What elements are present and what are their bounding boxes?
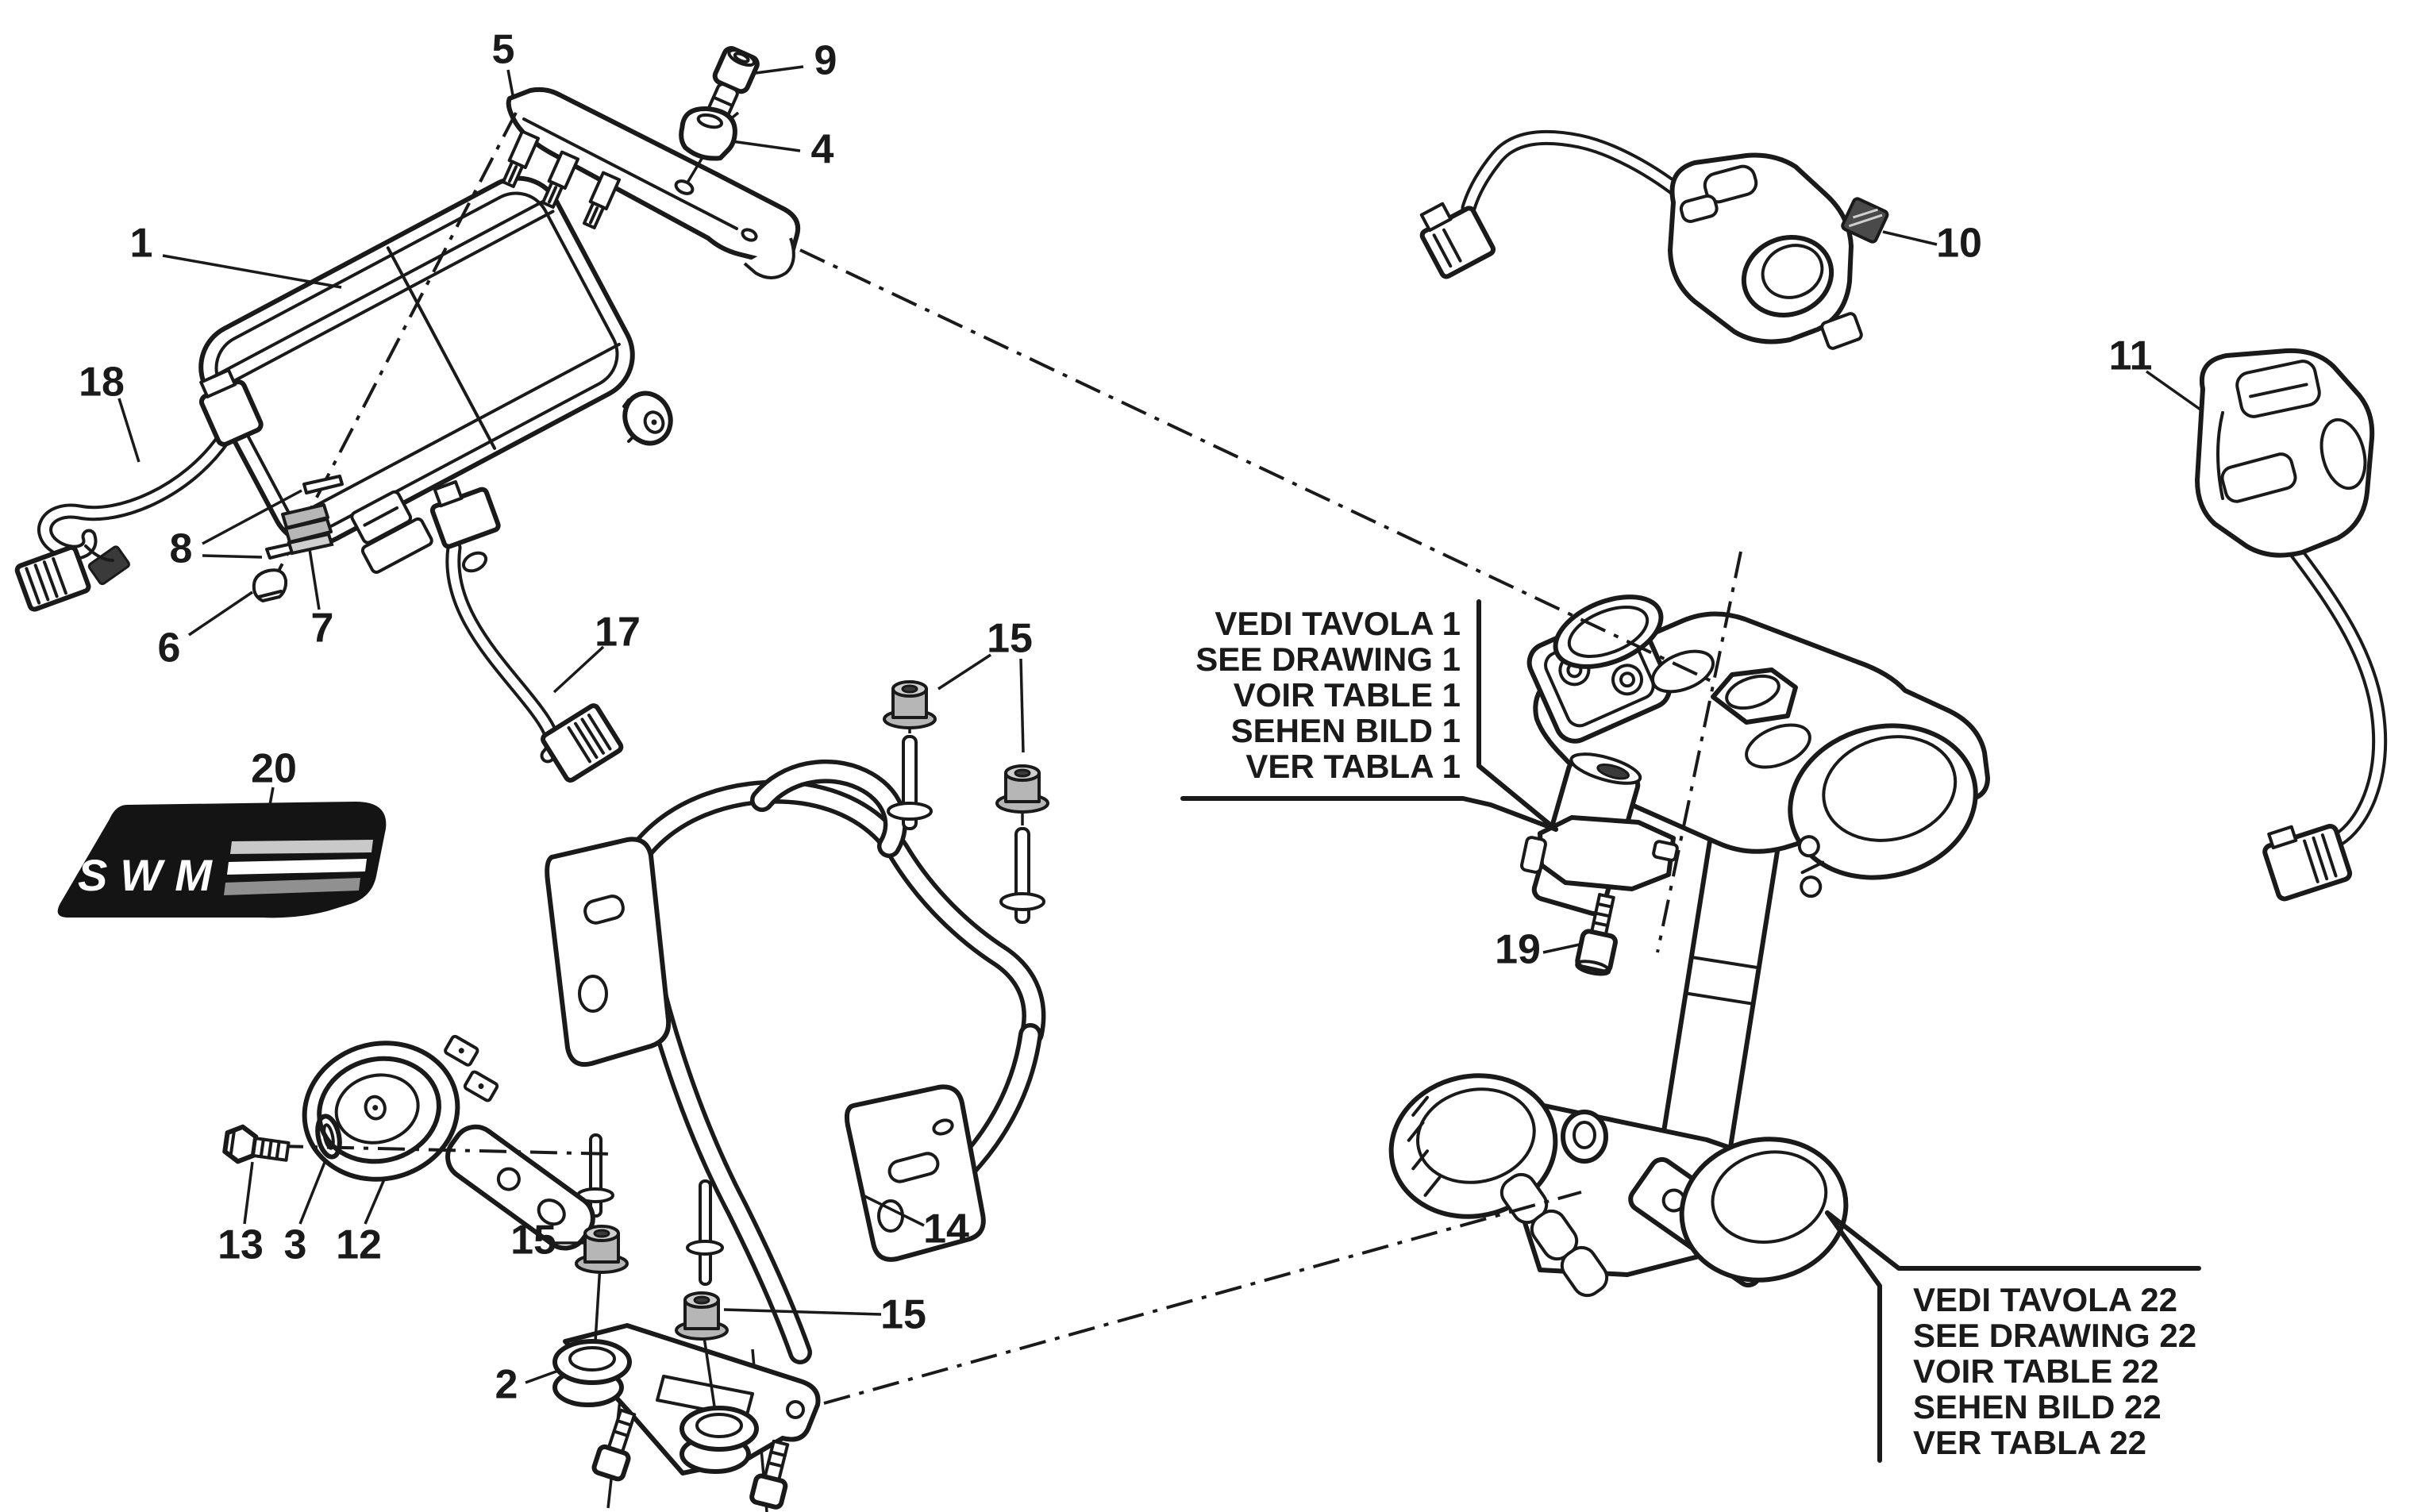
bolt: [591, 1408, 637, 1482]
part-number-11: 11: [2109, 333, 2153, 379]
cluster-clip: [350, 490, 433, 574]
callout-0-line-3: SEHEN BILD 1: [1231, 712, 1461, 749]
leader-line: [243, 1161, 254, 1225]
connector: [198, 368, 264, 447]
lower-triple-clamp: [1388, 1073, 1849, 1298]
horn: [302, 1034, 595, 1251]
bolt-13: [222, 1124, 291, 1164]
leader-line: [1019, 658, 1025, 753]
bottom-bracket: [552, 1323, 821, 1512]
bracket-pegs: [501, 129, 622, 229]
swm-logo-text: SWM: [78, 850, 225, 900]
badge-stripe: [224, 878, 360, 895]
leader-line: [937, 653, 991, 691]
leader-line: [308, 548, 321, 610]
callout-1-line-4: VER TABLA 22: [1913, 1424, 2146, 1461]
part-number-10: 10: [1936, 221, 1982, 267]
bolt-19: [1575, 893, 1618, 976]
callout-0-line-0: VEDI TAVOLA 1: [1215, 605, 1461, 642]
badge-stripe: [230, 840, 373, 854]
callout-1-line-1: SEE DRAWING 22: [1913, 1317, 2196, 1354]
grommet-15: [675, 1291, 729, 1341]
callout-1-line-3: SEHEN BILD 22: [1913, 1388, 2162, 1425]
leader-line: [525, 1368, 561, 1384]
badge-stripe: [227, 859, 367, 875]
leader-line: [731, 140, 801, 152]
part-number-15: 15: [510, 1218, 556, 1264]
washer-3: [315, 1114, 342, 1160]
part-number-19: 19: [1495, 927, 1541, 973]
connector: [541, 703, 624, 783]
leader-line: [2145, 370, 2202, 411]
part-number-9: 9: [814, 38, 837, 84]
cable-17: [429, 480, 624, 783]
callout-borders: [1180, 599, 2201, 1463]
part-number-20: 20: [251, 746, 297, 792]
swm-badge: SWM: [57, 802, 387, 918]
grommet-15: [883, 680, 937, 729]
part-number-3: 3: [284, 1222, 307, 1268]
part-number-14: 14: [923, 1206, 969, 1252]
ignition-switch-mount: [1520, 752, 1679, 917]
connector: [14, 544, 91, 612]
leader-line: [202, 554, 263, 559]
part-number-6: 6: [158, 625, 181, 671]
callout-0-line-1: SEE DRAWING 1: [1195, 641, 1461, 678]
callout-1-line-2: VOIR TABLE 22: [1913, 1352, 2159, 1390]
cap-nut-6: [252, 568, 288, 602]
switch-lever: [1841, 197, 1889, 244]
connector: [1419, 202, 1496, 279]
callout-0-line-2: VOIR TABLE 1: [1234, 676, 1461, 714]
part-number-18: 18: [79, 360, 125, 406]
part-number-7: 7: [311, 606, 334, 652]
leader-line: [1542, 943, 1580, 954]
part-number-5: 5: [492, 27, 515, 73]
cluster-knob: [622, 391, 673, 446]
cable-18: [14, 368, 264, 612]
grommet-4: [679, 106, 737, 161]
handlebar-switch-left: [1419, 129, 1889, 350]
leader-line: [860, 1193, 925, 1227]
fork-clamp-upper: [1788, 723, 1978, 898]
part-number-1: 1: [130, 221, 153, 267]
stem-nut: [1711, 668, 1798, 725]
connector: [429, 480, 501, 549]
connector: [2262, 824, 2353, 902]
fork-clamp-lower-left: [1388, 1073, 1558, 1219]
leader-line: [188, 591, 253, 637]
leader-line: [755, 65, 804, 75]
callout-0-line-4: VER TABLA 1: [1245, 748, 1461, 785]
bolt: [749, 1439, 790, 1510]
part-number-8: 8: [170, 526, 193, 572]
part-number-4: 4: [811, 127, 834, 173]
leader-line: [202, 489, 302, 545]
leader-line: [552, 645, 605, 694]
grommet-15: [575, 1225, 629, 1274]
leader-line: [723, 1308, 882, 1316]
leader-line: [162, 254, 342, 289]
leader-line: [1882, 230, 1938, 246]
part-number-12: 12: [336, 1222, 382, 1268]
upper-triple-clamp: [1526, 594, 1990, 898]
instrument-cluster: [198, 175, 673, 574]
fork-clamp-lower-right: [1679, 1137, 1849, 1283]
grommet-15: [995, 764, 1049, 814]
part-number-15: 15: [880, 1292, 926, 1338]
leader-line: [117, 398, 141, 463]
part-number-13: 13: [218, 1222, 264, 1268]
leader-line: [298, 1160, 327, 1225]
part-number-15: 15: [987, 616, 1033, 662]
leader-line: [506, 69, 514, 96]
rubber-damper-7: [281, 503, 334, 556]
callout-1-line-0: VEDI TAVOLA 22: [1913, 1281, 2177, 1318]
part-number-17: 17: [595, 610, 641, 656]
leader-line: [268, 787, 275, 806]
leader-line: [364, 1179, 386, 1225]
handlebar-switch-right: [2195, 348, 2388, 902]
part-number-2: 2: [495, 1362, 518, 1408]
